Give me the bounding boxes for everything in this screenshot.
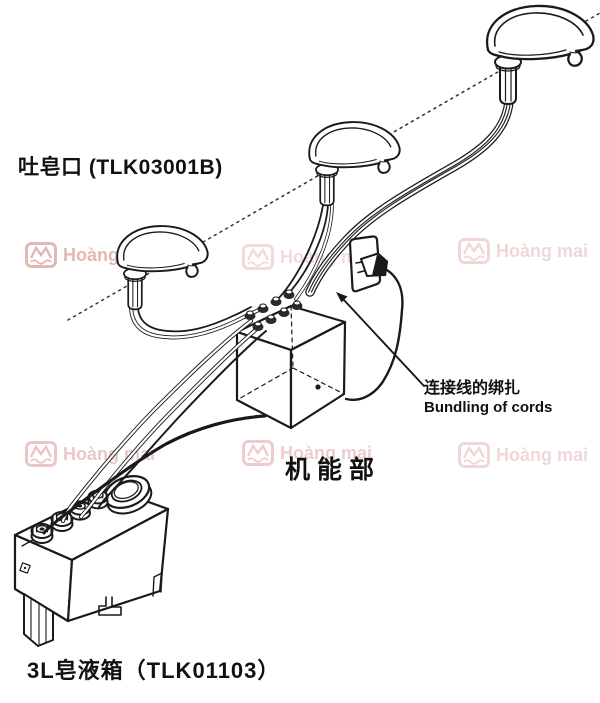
soap-spout-middle	[308, 121, 401, 207]
right-spout-cord-bundle	[305, 97, 514, 297]
label-soap-tank: 3L皂液箱（TLK01103）	[27, 658, 281, 683]
label-bundling-en: Bundling of cords	[424, 399, 553, 416]
power-cord	[344, 268, 404, 401]
label-bundling-zh: 连接线的绑扎	[424, 380, 521, 397]
label-bundling-of-cords: 连接线的绑扎 Bundling of cords	[424, 379, 552, 418]
power-outlet	[348, 235, 388, 293]
label-function-unit: 机能部	[285, 456, 382, 484]
tank-fill-opening	[103, 475, 153, 515]
label-soap-outlet: 吐皂口 (TLK03001B)	[18, 156, 223, 179]
annotation-arrow	[336, 292, 425, 387]
tank-tube-bundle	[42, 319, 267, 535]
middle-spout-tubes	[277, 203, 334, 301]
box-connectors	[244, 289, 303, 331]
soap-spout-right	[485, 4, 595, 106]
control-box	[235, 304, 347, 430]
soap-spout-left	[116, 225, 209, 311]
